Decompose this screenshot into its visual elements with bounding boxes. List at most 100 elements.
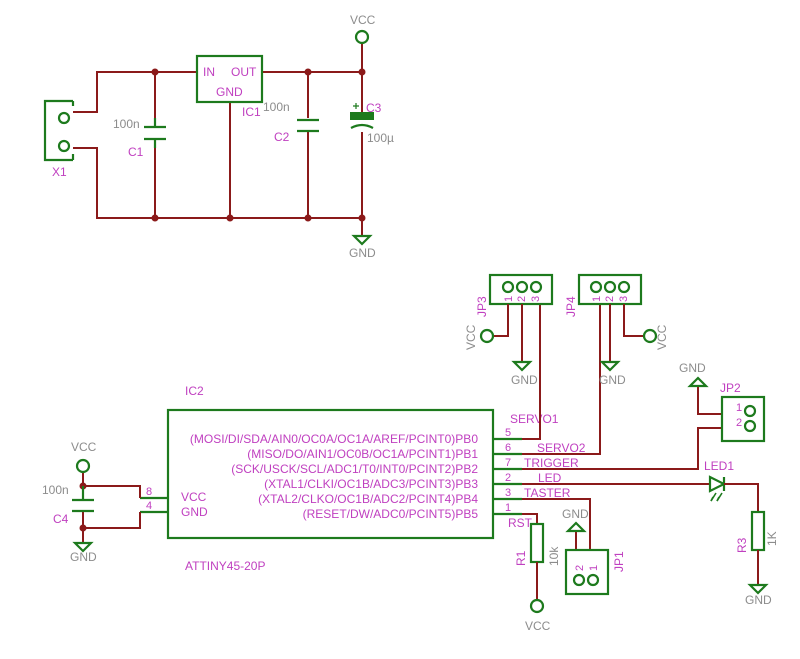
vcc-label: VCC xyxy=(655,324,669,350)
jp1-label: JP1 xyxy=(612,551,626,572)
ic2-part: ATTINY45-20P xyxy=(185,559,265,573)
jp2-label: JP2 xyxy=(720,381,741,395)
ic2-pin-num: 7 xyxy=(505,457,511,469)
net-trigger: TRIGGER xyxy=(524,456,579,470)
x1-label: X1 xyxy=(52,165,67,179)
ic1-gnd-pin: GND xyxy=(216,85,243,99)
c4-value: 100n xyxy=(42,483,69,497)
r1-label: R1 xyxy=(514,550,528,566)
net-led: LED xyxy=(538,471,562,485)
ic1-label: IC1 xyxy=(242,105,261,119)
vcc-symbol xyxy=(529,598,545,614)
power-section: X1 100n C1 IN OUT GND IC1 100n C2 C3 100… xyxy=(43,13,394,260)
vcc-label: VCC xyxy=(350,13,376,27)
ic2-pin-num: 2 xyxy=(505,472,511,484)
junction xyxy=(79,524,87,532)
jp3-section: JP3 1 2 3 VCC GND xyxy=(464,273,554,387)
vcc-label: VCC xyxy=(464,324,478,350)
ic2-pin-pb5: (RESET/DW/ADC0/PCINT5)PB5 xyxy=(303,507,479,521)
r1-section: R1 10k VCC xyxy=(514,522,561,633)
gnd-symbol xyxy=(72,541,94,553)
jp2-pin: 2 xyxy=(736,417,742,429)
led1-diode[interactable] xyxy=(708,475,727,502)
ic1-regulator[interactable] xyxy=(195,54,264,104)
gnd-label: GND xyxy=(511,373,538,387)
c1-label: C1 xyxy=(128,145,144,159)
ic2-pin-vcc: VCC xyxy=(181,490,207,504)
c1-value: 100n xyxy=(113,117,140,131)
junction xyxy=(226,214,234,222)
junction xyxy=(358,214,366,222)
c3-capacitor[interactable] xyxy=(350,103,374,129)
jp4-section: JP4 1 2 3 VCC GND xyxy=(564,273,669,387)
ic2-pin-num: 1 xyxy=(505,502,511,514)
net-servo1: SERVO1 xyxy=(510,412,559,426)
junction xyxy=(304,68,312,76)
gnd-symbol xyxy=(565,521,587,533)
vcc-symbol xyxy=(354,29,370,45)
ic2-pin-num: 3 xyxy=(505,487,511,499)
jp4-pin: 1 xyxy=(591,296,603,302)
jp1-pin: 2 xyxy=(574,565,586,571)
ic2-pin-gnd: GND xyxy=(181,505,208,519)
gnd-symbol xyxy=(599,360,621,372)
jp2-section: GND JP2 1 2 xyxy=(679,361,766,443)
junction xyxy=(151,68,159,76)
jp2-pin: 1 xyxy=(736,402,742,414)
c3-value: 100µ xyxy=(367,131,394,145)
junction xyxy=(358,68,366,76)
c3-label: C3 xyxy=(366,101,382,115)
jp1-header[interactable] xyxy=(564,548,610,596)
net-taster: TASTER xyxy=(524,486,571,500)
c2-value: 100n xyxy=(263,100,290,114)
c4-capacitor[interactable] xyxy=(72,486,94,513)
net-rst: RST xyxy=(508,516,533,530)
r1-resistor[interactable] xyxy=(529,522,545,564)
r3-resistor[interactable] xyxy=(750,510,766,552)
x1-connector[interactable] xyxy=(43,99,75,162)
jp1-pin: 1 xyxy=(588,565,600,571)
ic2-pin-pb0: (MOSI/DI/SDA/AIN0/OC0A/OC1A/AREF/PCINT0)… xyxy=(190,432,478,446)
mcu-section: IC2 ATTINY45-20P 8 4 VCC GND (MOSI/DI/SD… xyxy=(140,304,722,573)
ic2-pin-num: 8 xyxy=(146,486,152,498)
gnd-label: GND xyxy=(70,550,97,564)
ic2-pin-pb3: (XTAL1/CLKI/OC1B/ADC3/PCINT3)PB3 xyxy=(264,477,478,491)
vcc-symbol xyxy=(75,458,91,474)
c2-capacitor[interactable] xyxy=(297,118,319,133)
ic2-pin-pb4: (XTAL2/CLKO/OC1B/ADC2/PCINT4)PB4 xyxy=(258,492,478,506)
gnd-label: GND xyxy=(599,373,626,387)
gnd-symbol xyxy=(747,583,769,595)
jp3-pin: 3 xyxy=(530,296,542,302)
ic2-pin-num: 6 xyxy=(505,442,511,454)
ic2-pin-pb2: (SCK/USCK/SCL/ADC1/T0/INT0/PCINT2)PB2 xyxy=(231,462,478,476)
gnd-label: GND xyxy=(562,507,589,521)
c1-capacitor[interactable] xyxy=(144,118,166,148)
ic1-in-pin: IN xyxy=(203,65,215,79)
r1-value: 10k xyxy=(547,546,561,566)
gnd-label: GND xyxy=(679,361,706,375)
led1-label: LED1 xyxy=(704,459,734,473)
gnd-symbol xyxy=(511,360,533,372)
r3-label: R3 xyxy=(735,537,749,553)
jp4-pin: 3 xyxy=(618,296,630,302)
gnd-label: GND xyxy=(745,593,772,607)
ic2-pin-pb1: (MISO/DO/AIN1/OC0B/OC1A/PCINT1)PB1 xyxy=(247,447,478,461)
vcc-symbol xyxy=(642,328,658,344)
gnd-symbol xyxy=(687,376,709,388)
gnd-symbol xyxy=(351,234,373,246)
vcc-label: VCC xyxy=(525,619,551,633)
vcc-label: VCC xyxy=(71,440,97,454)
ic2-pin-num: 5 xyxy=(505,427,511,439)
ic2-label: IC2 xyxy=(185,384,204,398)
junction xyxy=(304,214,312,222)
jp4-label: JP4 xyxy=(564,296,578,317)
jp2-header[interactable] xyxy=(720,395,766,443)
jp3-pin: 2 xyxy=(516,296,528,302)
junction xyxy=(151,214,159,222)
gnd-label: GND xyxy=(349,246,376,260)
c4-section: 100n C4 VCC GND xyxy=(42,440,141,564)
ic2-body[interactable] xyxy=(166,408,495,540)
c2-label: C2 xyxy=(274,130,290,144)
